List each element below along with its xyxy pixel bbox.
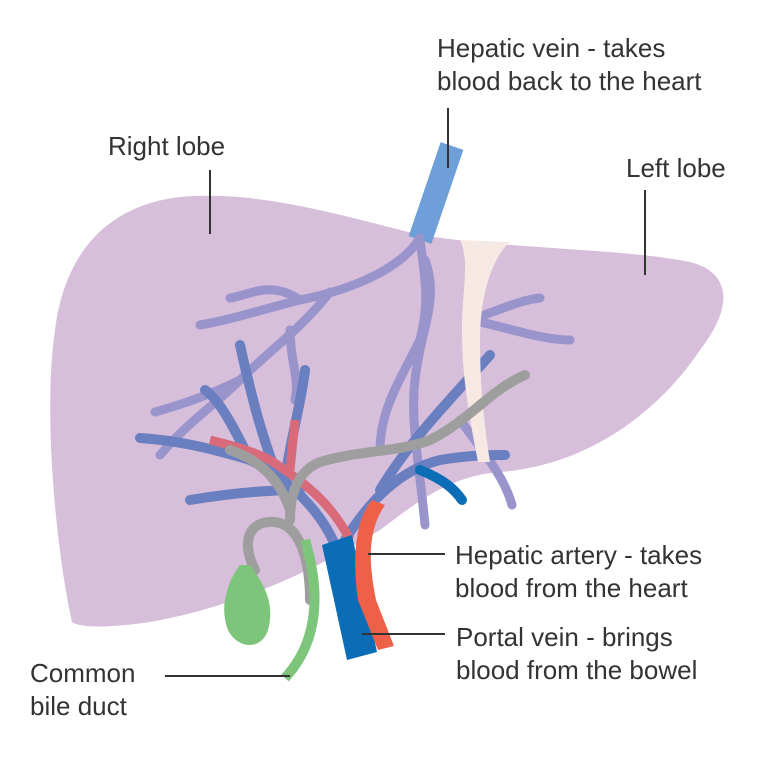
portal-vein [322, 535, 377, 660]
inner-hepatic-veins [150, 233, 575, 530]
hepatic-artery-branch [285, 419, 300, 471]
common-bile-duct-label: Common bile duct [30, 657, 135, 723]
right-lobe-label: Right lobe [108, 130, 225, 163]
label-line: Hepatic vein - takes [437, 33, 666, 63]
left-lobe-label: Left lobe [626, 152, 726, 185]
leader-lines [165, 108, 646, 677]
hepatic-artery [355, 500, 394, 650]
portal-vein-label: Portal vein - brings blood from the bowe… [456, 621, 697, 687]
hepatic-artery-label: Hepatic artery - takes blood from the he… [455, 539, 702, 605]
label-line: blood from the bowel [456, 655, 698, 685]
label-line: Right lobe [108, 131, 226, 161]
label-line: blood from the heart [455, 573, 688, 603]
label-line: Left lobe [626, 153, 726, 183]
label-line: Common [30, 658, 136, 688]
label-line: blood back to the heart [437, 66, 702, 96]
label-line: Hepatic artery - takes [455, 540, 703, 570]
gallbladder [224, 565, 271, 645]
hepatic-vein-label: Hepatic vein - takes blood back to the h… [437, 32, 702, 98]
hepatic-vein [408, 142, 464, 244]
label-line: bile duct [30, 691, 127, 721]
common-bile-duct [281, 538, 320, 682]
label-line: Portal vein - brings [456, 622, 673, 652]
